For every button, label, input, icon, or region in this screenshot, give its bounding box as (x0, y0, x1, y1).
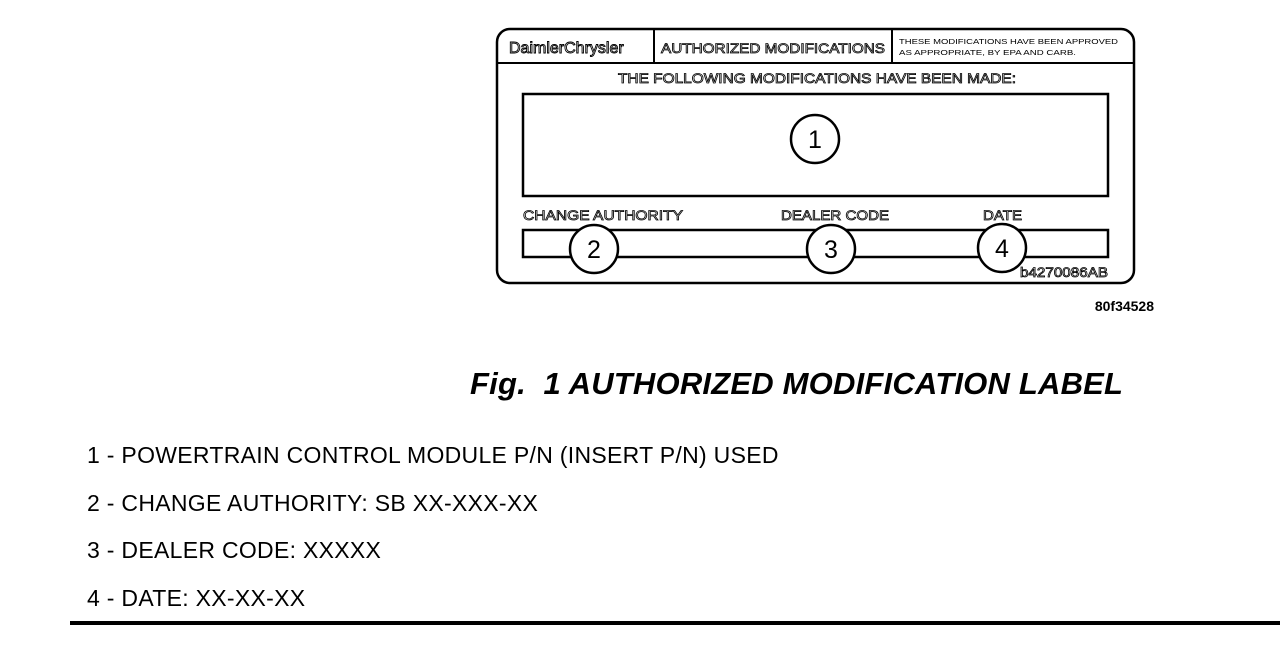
label-heading: AUTHORIZED MODIFICATIONS (661, 40, 885, 56)
callout-2-circle (568, 223, 620, 275)
modification-box (521, 92, 1110, 198)
drawing-code: b4270086AB (1020, 264, 1108, 280)
figure-caption: Fig. 1 AUTHORIZED MODIFICATION LABEL (470, 366, 1124, 401)
legend-item-2: 2 - CHANGE AUTHORITY: SB XX-XXX-XX (87, 489, 539, 516)
image-id: 80f34528 (1095, 298, 1154, 314)
legend-item-4: 4 - DATE: XX-XX-XX (87, 584, 306, 611)
notice-line-2: AS APPROPRIATE, BY EPA AND CARB. (899, 48, 1076, 57)
legend-item-3: 3 - DEALER CODE: XXXXX (87, 537, 382, 563)
field-date: DATE (983, 207, 1022, 223)
callout-2: 2 (587, 236, 601, 264)
field-change-authority: CHANGE AUTHORITY (523, 207, 684, 223)
bottom-rule (70, 621, 1280, 625)
instruction-text: THE FOLLOWING MODIFICATIONS HAVE BEEN MA… (618, 70, 1016, 86)
callout-4-circle (976, 222, 1028, 274)
label-diagram: DaimlerChrysler AUTHORIZED MODIFICATIONS… (495, 27, 1154, 314)
callout-3: 3 (824, 236, 838, 264)
brand-name: DaimlerChrysler (509, 40, 624, 57)
field-dealer-code: DEALER CODE (781, 207, 889, 223)
legend-list: 1 - POWERTRAIN CONTROL MODULE P/N (INSER… (87, 440, 779, 630)
callout-1: 1 (808, 126, 822, 154)
callout-4: 4 (995, 235, 1009, 263)
notice-line-1: THESE MODIFICATIONS HAVE BEEN APPROVED (899, 37, 1119, 46)
callout-3-circle (805, 223, 857, 275)
legend-item-1: 1 - POWERTRAIN CONTROL MODULE P/N (INSER… (87, 442, 779, 468)
callout-1-circle (789, 113, 841, 165)
